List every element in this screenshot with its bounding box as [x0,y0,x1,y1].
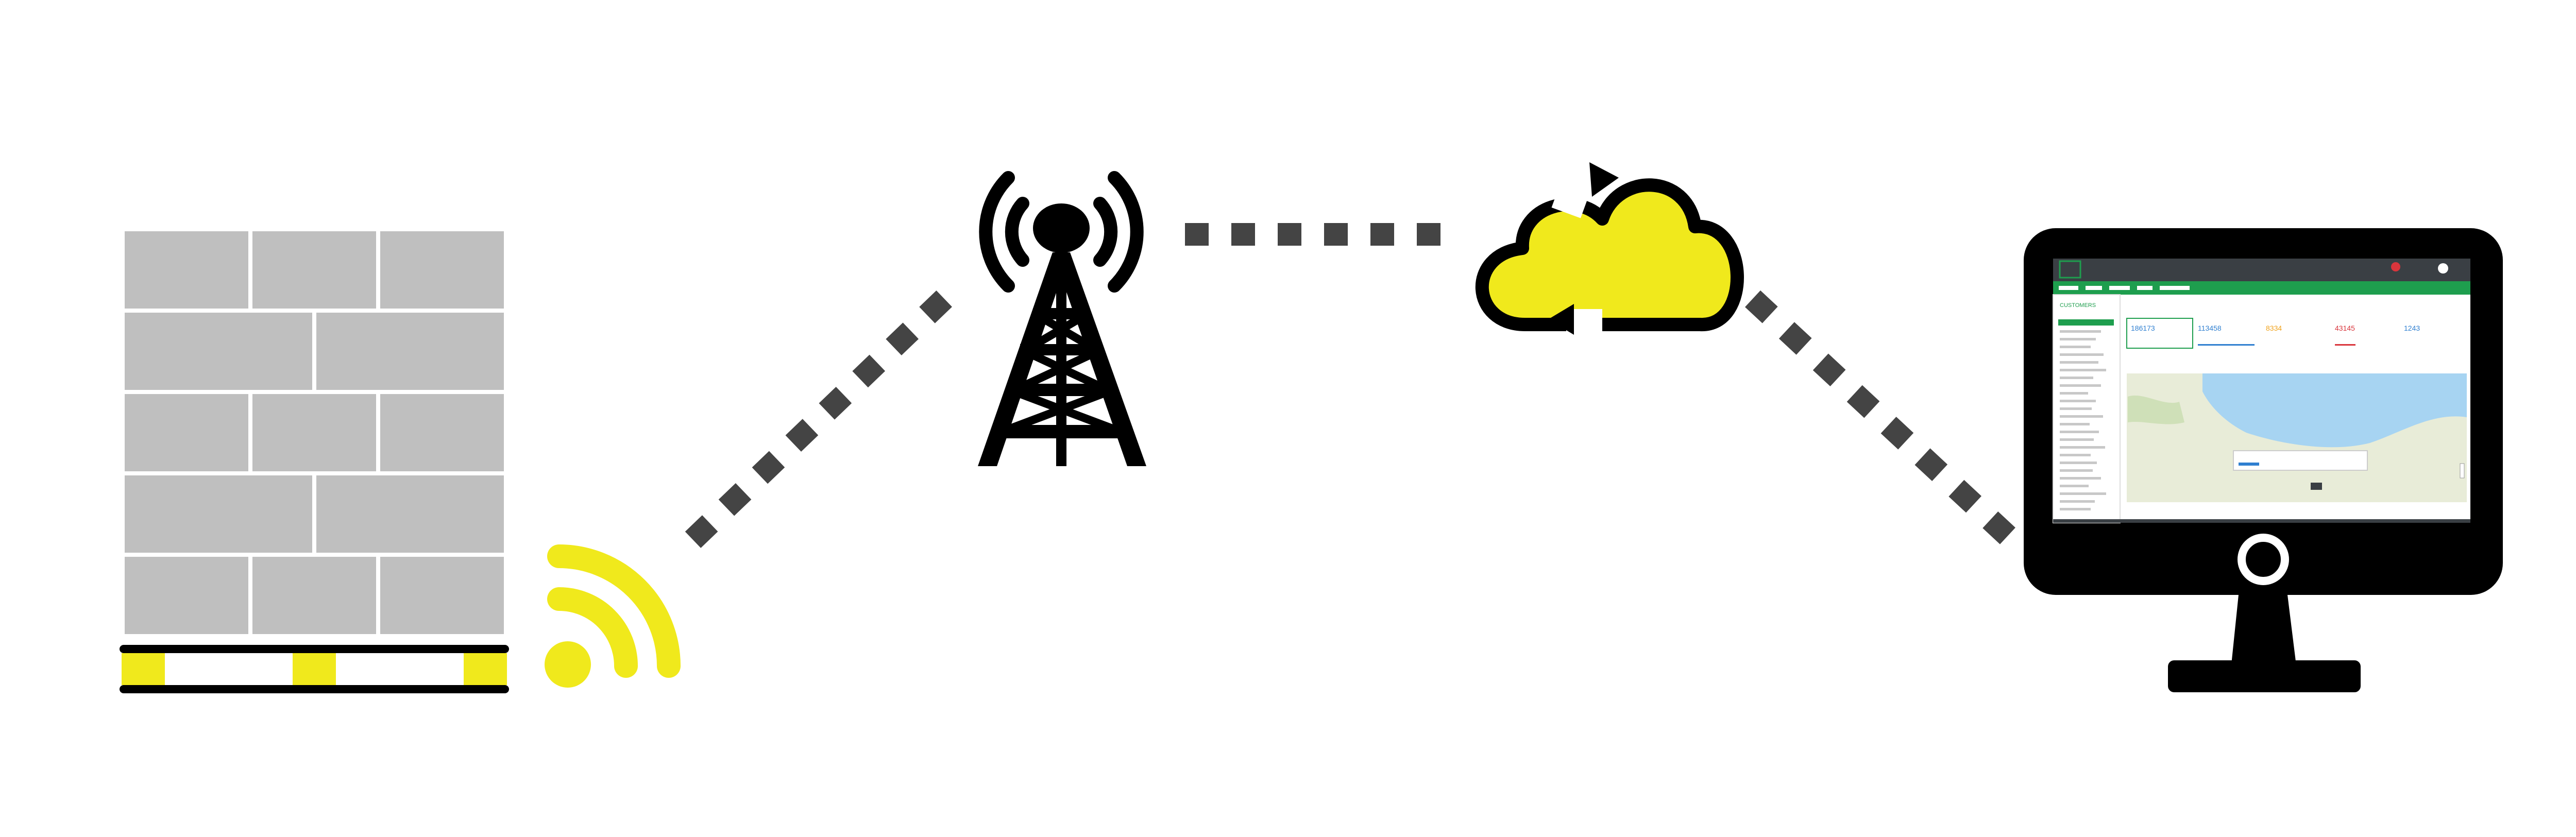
tower-waves [979,171,1144,293]
sidebar-item-selected[interactable] [2058,319,2114,326]
sidebar-title: CUSTOMERS [2060,302,2096,309]
app-sidebar: CUSTOMERS [2053,294,2121,523]
monitor-icon: CUSTOMERS [2024,228,2503,692]
nav-tab-dashboard[interactable] [2059,286,2078,290]
notification-icon[interactable] [2391,262,2400,271]
kpi-row: 186173 113458 8334 43145 1243 [2126,318,2420,349]
nav-tab-alerts[interactable] [2137,286,2153,290]
pallet-base [120,645,509,693]
app-footer [2053,519,2470,523]
app-logo [2059,260,2081,279]
connector-cloud-to-monitor [1745,290,2020,549]
power-button-icon [2238,534,2289,585]
cell-tower-icon [978,171,1146,466]
kpi-value: 43145 [2335,324,2355,332]
pallet-icon [120,227,509,693]
cloud-sync-icon [1475,162,1744,340]
map-zoom-control[interactable] [2460,463,2465,479]
map-info-popup[interactable] [2233,450,2368,471]
kpi-value: 113458 [2198,324,2222,332]
kpi-card[interactable] [2126,318,2193,349]
nav-tab-reports[interactable] [2109,286,2130,290]
user-avatar-icon[interactable] [2438,263,2448,274]
kpi-value: 8334 [2266,324,2282,332]
map-marker-icon[interactable] [2311,483,2322,490]
nav-tab-assets[interactable] [2086,286,2102,290]
pallet-bricks [121,227,508,638]
map-panel[interactable] [2127,373,2467,502]
sidebar-list [2060,330,2106,510]
nav-tab-settings[interactable] [2160,286,2190,290]
wireless-signal-icon [545,544,681,688]
connector-sensor-to-tower [685,285,958,548]
app-header [2053,259,2470,281]
kpi-value: 1243 [2404,324,2420,332]
kpi-value: 186173 [2131,324,2155,332]
monitor-screen: CUSTOMERS [2053,259,2470,523]
